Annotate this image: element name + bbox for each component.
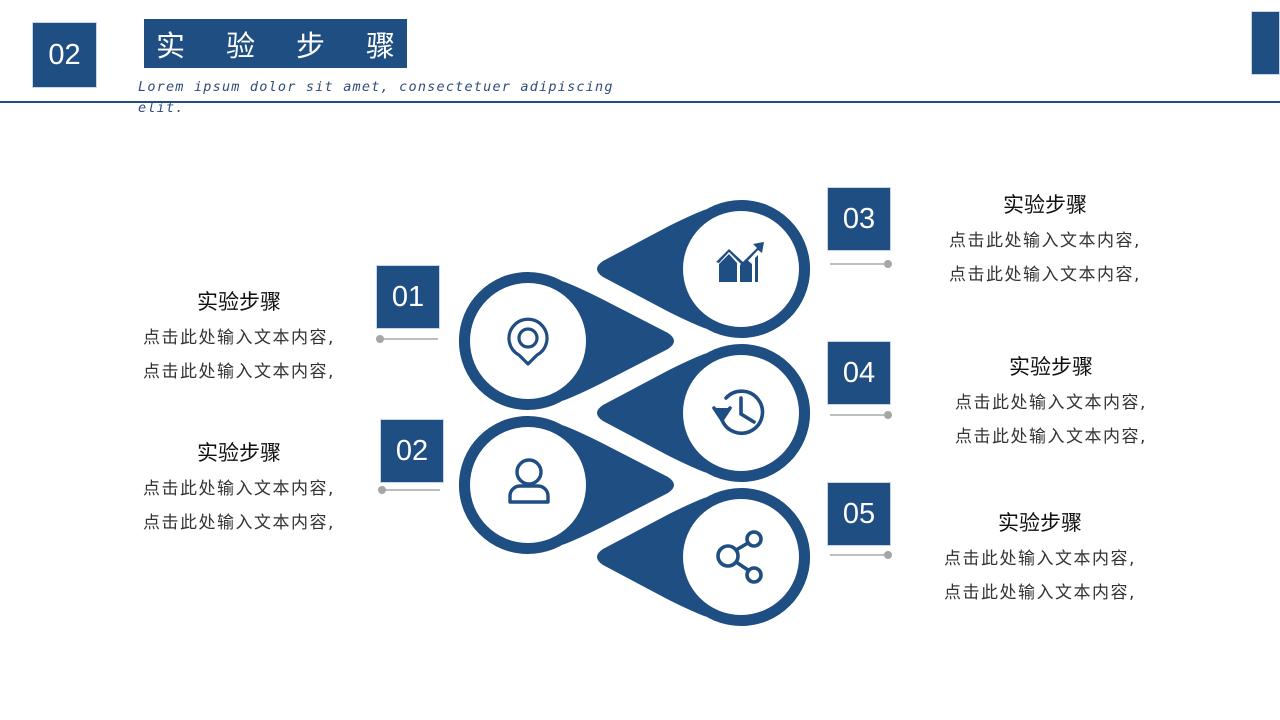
- step-text-1: 实验步骤 点击此处输入文本内容, 点击此处输入文本内容,: [124, 287, 354, 389]
- connector-line-3: [830, 260, 892, 268]
- connector-dot: [378, 486, 386, 494]
- title-char: 步: [295, 28, 325, 63]
- step-title: 实验步骤: [998, 511, 1082, 535]
- step-number-badge-2: 02: [381, 420, 443, 482]
- step-text-3: 实验步骤 点击此处输入文本内容, 点击此处输入文本内容,: [930, 190, 1160, 292]
- step-description-line: 点击此处输入文本内容,: [944, 583, 1136, 603]
- step-number-badge-1: 01: [377, 266, 439, 328]
- location-pin-icon: [507, 317, 549, 366]
- step-description-line: 点击此处输入文本内容,: [955, 393, 1147, 413]
- step-description-line: 点击此处输入文本内容,: [143, 328, 335, 348]
- step-text-2: 实验步骤 点击此处输入文本内容, 点击此处输入文本内容,: [124, 438, 354, 540]
- share-icon: [716, 530, 763, 584]
- connector-line-4: [830, 411, 892, 419]
- step-title: 实验步骤: [197, 290, 281, 314]
- step-description-line: 点击此处输入文本内容,: [955, 427, 1147, 447]
- section-number-badge: 02: [33, 23, 96, 87]
- step-description-line: 点击此处输入文本内容,: [143, 362, 335, 382]
- growth-chart-icon: [716, 242, 764, 282]
- step-description-line: 点击此处输入文本内容,: [143, 479, 335, 499]
- teardrop-step-1: [459, 272, 674, 410]
- connector-dot: [884, 551, 892, 559]
- page-title: 实 验 步 骤: [144, 19, 407, 68]
- step-title: 实验步骤: [197, 441, 281, 465]
- corner-tab-decoration: [1252, 12, 1279, 74]
- step-description-line: 点击此处输入文本内容,: [949, 265, 1141, 285]
- step-description-line: 点击此处输入文本内容,: [949, 231, 1141, 251]
- user-icon: [508, 458, 550, 504]
- step-title: 实验步骤: [1009, 355, 1093, 379]
- title-char: 验: [225, 28, 255, 63]
- step-text-5: 实验步骤 点击此处输入文本内容, 点击此处输入文本内容,: [925, 508, 1155, 610]
- step-number-badge-3: 03: [828, 188, 890, 250]
- history-clock-icon: [712, 389, 765, 435]
- step-number-badge-4: 04: [828, 342, 890, 404]
- step-number-badge-5: 05: [828, 483, 890, 545]
- step-title: 实验步骤: [1003, 193, 1087, 217]
- header-divider: [0, 101, 1280, 103]
- step-text-4: 实验步骤 点击此处输入文本内容, 点击此处输入文本内容,: [936, 352, 1166, 454]
- connector-line-2: [378, 486, 440, 494]
- teardrop-step-5: [597, 488, 810, 626]
- connector-line-1: [376, 335, 438, 343]
- connector-line-5: [830, 551, 892, 559]
- title-char: 骤: [365, 28, 395, 63]
- connector-dot: [376, 335, 384, 343]
- title-char: 实: [156, 28, 186, 63]
- connector-dot: [884, 411, 892, 419]
- step-description-line: 点击此处输入文本内容,: [944, 549, 1136, 569]
- step-description-line: 点击此处输入文本内容,: [143, 513, 335, 533]
- page-subtitle: Lorem ipsum dolor sit amet, consectetuer…: [138, 79, 614, 116]
- connector-dot: [884, 260, 892, 268]
